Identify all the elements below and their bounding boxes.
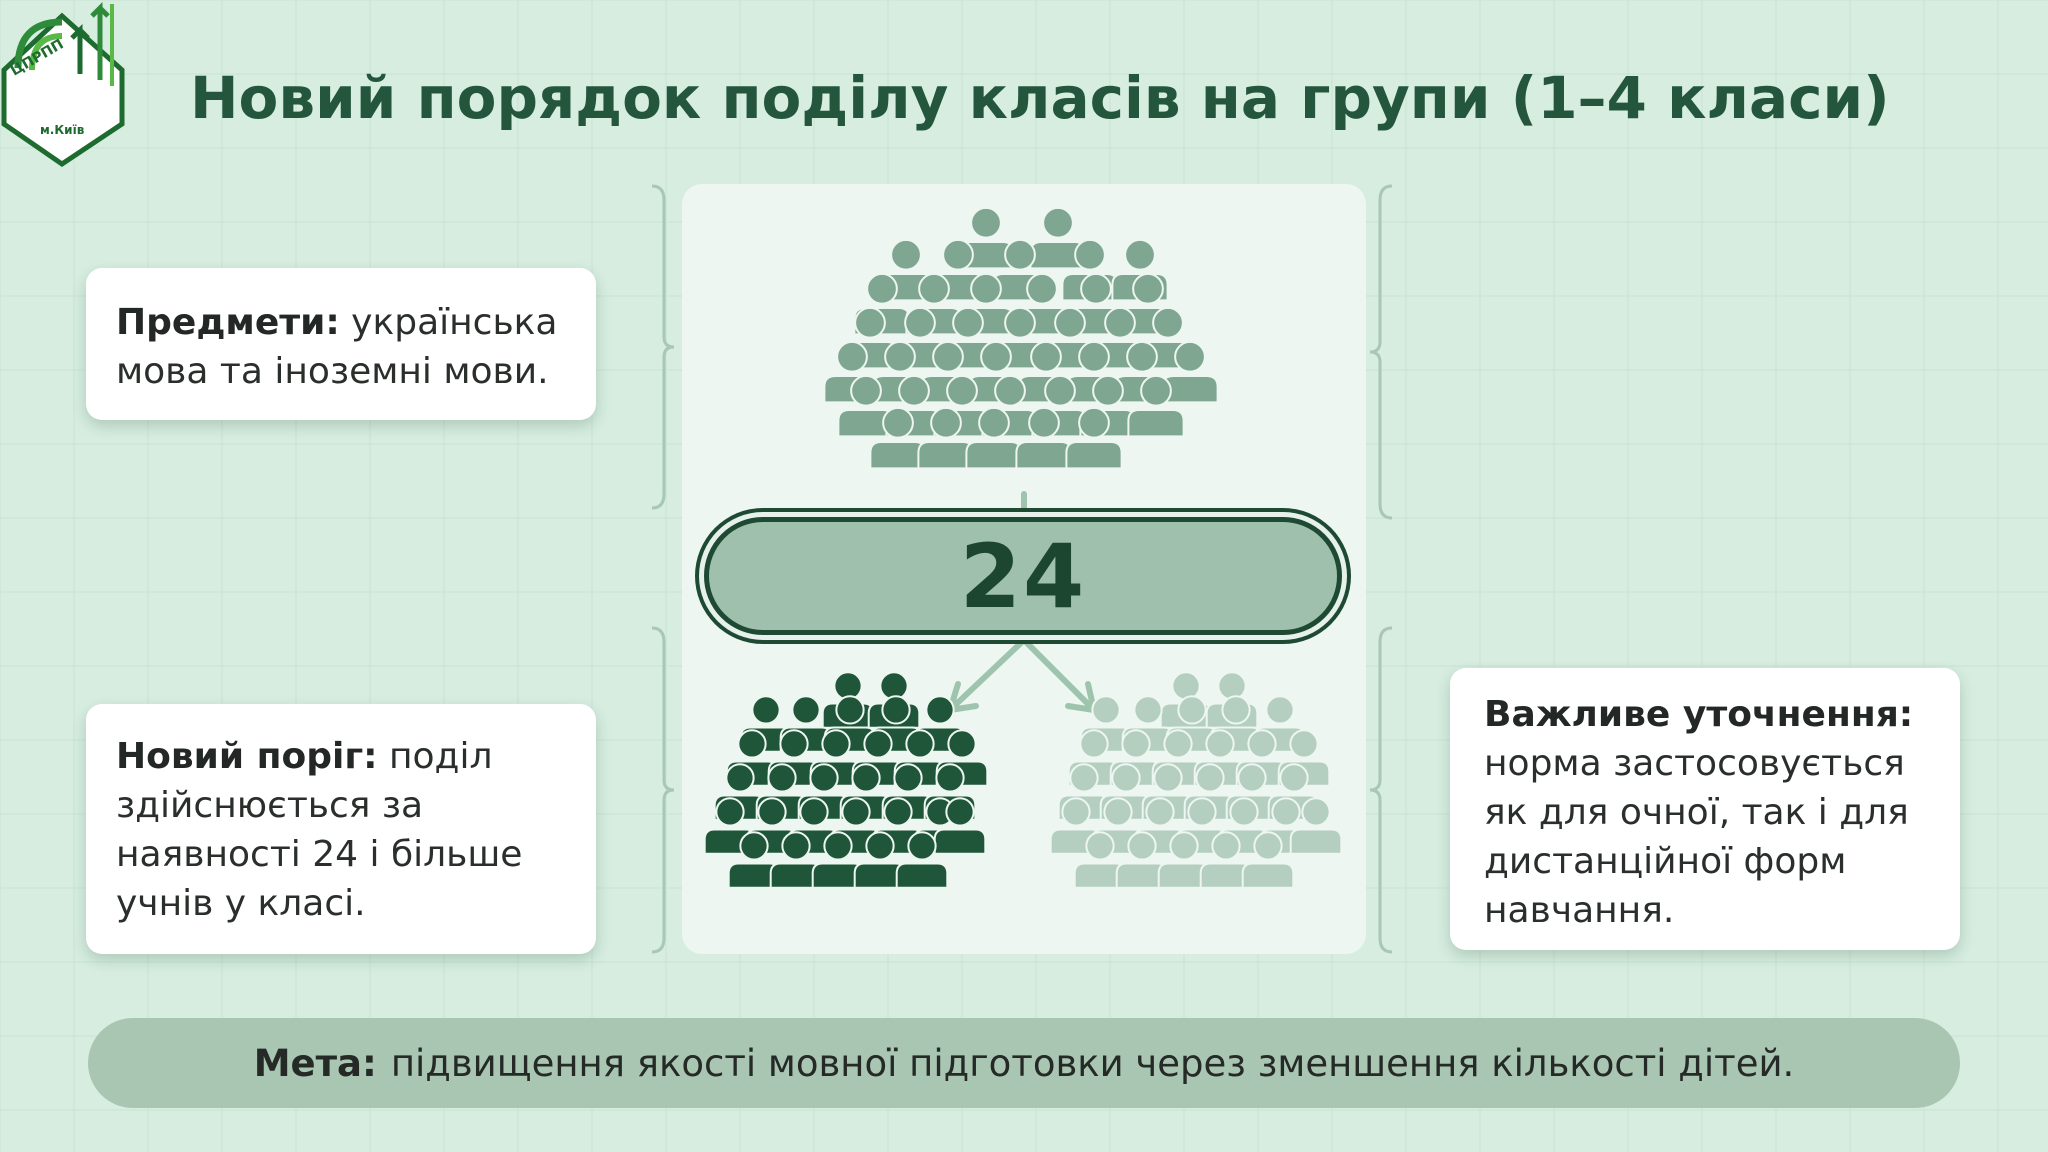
page-title: Новий порядок поділу класів на групи (1–…	[190, 64, 1890, 132]
goal-label: Мета:	[253, 1041, 377, 1085]
logo-emblem: ЦПРПП м.Київ	[1, 1, 125, 168]
person-icon	[933, 797, 987, 855]
person-icon	[1289, 797, 1343, 855]
people-group-icon	[823, 206, 1219, 470]
threshold-text: здійснюється за	[116, 785, 424, 826]
person-icon	[965, 406, 1023, 470]
bracket-icon	[651, 184, 675, 510]
note-text: навчання.	[1484, 890, 1675, 931]
threshold-label: Новий поріг:	[116, 736, 378, 777]
note-text: норма застосовується	[1484, 743, 1905, 784]
person-icon	[727, 831, 781, 889]
person-icon	[869, 406, 927, 470]
person-icon	[1065, 406, 1123, 470]
person-icon	[1241, 831, 1295, 889]
person-icon	[811, 831, 865, 889]
person-icon	[1115, 831, 1169, 889]
goal-banner: Мета: підвищення якості мовної підготовки…	[88, 1018, 1960, 1108]
threshold-pill: 24	[704, 517, 1342, 635]
threshold-number: 24	[959, 524, 1087, 628]
threshold-text: наявності 24 і більше	[116, 834, 523, 875]
people-group-icon	[1049, 671, 1343, 889]
person-icon	[1199, 831, 1253, 889]
note-text: дистанційної форм	[1484, 841, 1847, 882]
threshold-text: учнів у класі.	[116, 883, 366, 924]
note-text: як для очної, так і для	[1484, 792, 1909, 833]
person-icon	[1029, 206, 1087, 270]
subjects-label: Предмети:	[116, 302, 340, 343]
note-label: Важливе уточнення:	[1484, 694, 1914, 735]
person-icon	[837, 374, 895, 438]
subjects-text: українська	[339, 302, 558, 343]
bracket-icon	[1369, 184, 1393, 520]
logo-bottom-text: м.Київ	[40, 123, 85, 137]
threshold-card: Новий поріг: поділ здійснюється за наявн…	[86, 704, 596, 954]
bracket-icon	[651, 626, 675, 954]
subjects-card: Предмети: українська мова та іноземні мо…	[86, 268, 596, 420]
goal-text: підвищення якості мовної підготовки чере…	[390, 1041, 1795, 1085]
threshold-text: поділ	[377, 736, 493, 777]
people-group-icon	[703, 671, 989, 889]
person-icon	[853, 831, 907, 889]
person-icon	[895, 831, 949, 889]
note-card: Важливе уточнення: норма застосовується …	[1450, 668, 1960, 950]
person-icon	[1073, 831, 1127, 889]
bracket-icon	[1369, 626, 1393, 954]
person-icon	[1157, 831, 1211, 889]
bracket-icon	[651, 184, 1393, 954]
person-icon	[1127, 374, 1185, 438]
person-icon	[1015, 406, 1073, 470]
subjects-text: мова та іноземні мови.	[116, 351, 549, 392]
